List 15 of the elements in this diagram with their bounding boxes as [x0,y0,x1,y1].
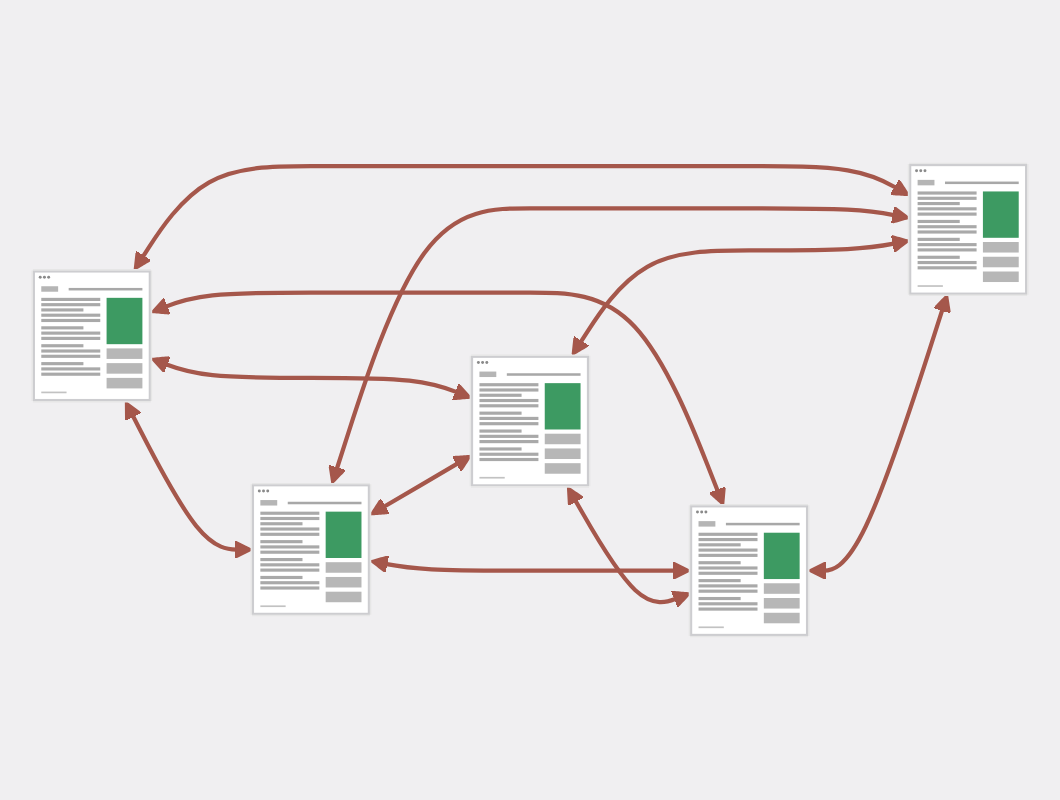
double-headed-arrow [150,356,472,401]
webpage-drawing [688,503,810,638]
double-headed-arrow [369,555,691,580]
double-headed-arrow [133,164,910,271]
double-headed-arrow [150,290,726,507]
double-headed-arrow [566,486,691,609]
double-headed-arrow [571,234,910,356]
webpage-drawing [250,482,372,617]
double-headed-arrow [124,400,253,559]
webpage-drawing [31,269,153,403]
double-headed-arrow [369,454,472,516]
double-headed-arrow [328,205,910,485]
webpage-drawing [907,162,1029,297]
double-headed-arrow [808,293,951,580]
webpage-drawing [469,354,591,488]
